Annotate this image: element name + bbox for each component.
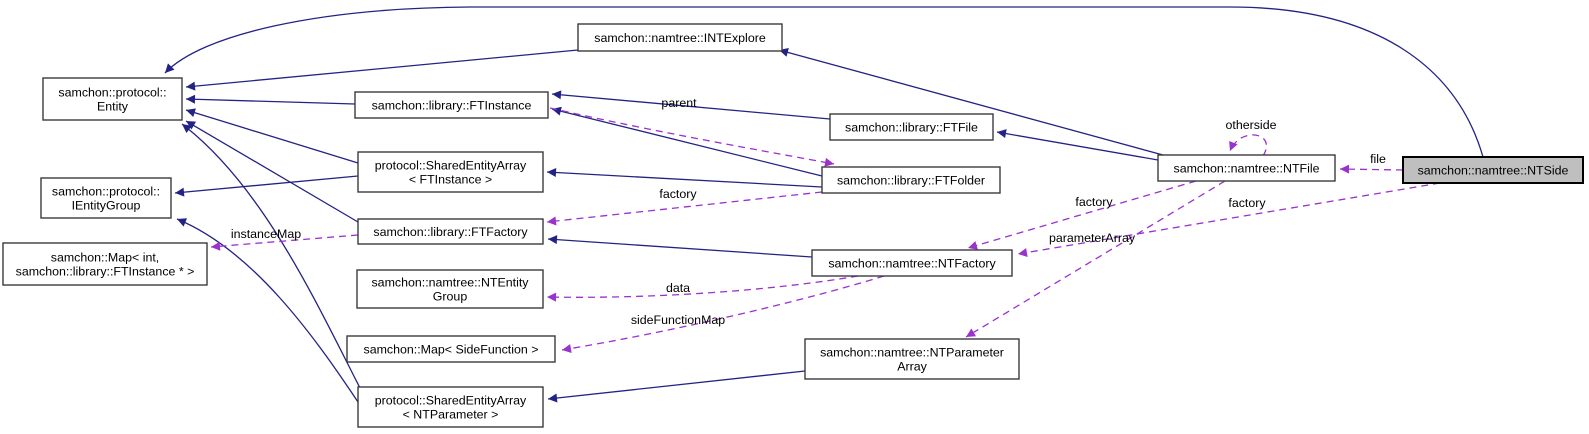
edge-label-data: data [666,281,690,295]
class-node-label-ientity-group-line2: IEntityGroup [72,199,141,213]
edge-parameter-array [965,180,1226,338]
class-node-label-sea-nt-parameter-line2: < NTParameter > [403,408,499,422]
class-node-sea-nt-parameter[interactable]: protocol::SharedEntityArray< NTParameter… [357,386,544,428]
class-node-label-nt-parameter-array-line2: Array [897,360,927,374]
class-node-box-map-int-ft-instance[interactable] [2,242,208,286]
class-node-sea-ft-instance[interactable]: protocol::SharedEntityArray< FTInstance … [357,151,544,193]
class-node-box-nt-parameter-array[interactable] [804,338,1020,380]
class-node-box-ft-folder[interactable] [821,166,1001,194]
class-node-label-entity-line2: Entity [97,100,129,114]
class-node-label-map-int-ft-instance-line1: samchon::Map< int, [51,251,159,265]
class-node-label-nt-entity-group-line2: Group [433,290,468,304]
edge-intexplore-to-entity [185,49,579,91]
edge-ftfactory-to-entity [185,120,359,223]
class-node-box-nt-entity-group[interactable] [356,269,544,309]
class-node-nt-factory[interactable]: samchon::namtree::NTFactory [811,249,1013,277]
edge-label-factory-ftfolder: factory [659,187,697,201]
edge-factory-ntfile [967,180,1197,250]
edge-label-otherside: otherside [1226,118,1277,132]
class-node-map-side-function[interactable]: samchon::Map< SideFunction > [346,335,556,363]
class-node-label-map-int-ft-instance-line2: samchon::library::FTInstance * > [16,265,195,279]
edge-seaftinstance-to-ientitygroup [174,175,359,197]
edge-ntparameterarray-to-seantparameter [547,370,806,403]
class-node-box-nt-side [1402,156,1584,184]
class-node-label-ft-folder-line1: samchon::library::FTFolder [837,174,985,188]
node-layer: samchon::protocol::Entitysamchon::namtre… [2,23,1584,428]
class-node-nt-side: samchon::namtree::NTSide [1402,156,1584,184]
class-node-label-ft-factory-line1: samchon::library::FTFactory [373,225,528,239]
class-node-label-nt-parameter-array-line1: samchon::namtree::NTParameter [820,346,1004,360]
class-node-int-explore[interactable]: samchon::namtree::INTExplore [577,23,783,52]
edge-ntfile-to-ftfile [996,129,1159,161]
class-node-ft-folder[interactable]: samchon::library::FTFolder [821,166,1001,194]
class-node-label-nt-entity-group-line1: samchon::namtree::NTEntity [371,276,529,290]
class-node-label-sea-nt-parameter-line1: protocol::SharedEntityArray [375,394,527,408]
class-node-label-sea-ft-instance-line1: protocol::SharedEntityArray [375,159,527,173]
class-node-ft-instance[interactable]: samchon::library::FTInstance [354,91,549,119]
edge-label-instance-map: instanceMap [231,227,301,241]
class-node-box-nt-file[interactable] [1157,154,1336,182]
class-node-label-nt-file-line1: samchon::namtree::NTFile [1174,162,1320,176]
edge-label-side-function-map: sideFunctionMap [631,313,725,327]
class-node-ft-factory[interactable]: samchon::library::FTFactory [357,218,544,245]
class-node-label-entity-line1: samchon::protocol:: [58,86,166,100]
class-node-box-ft-factory[interactable] [357,218,544,245]
edge-ftfolder-to-seaftinstance [546,167,823,188]
edge-instance-map [210,234,359,251]
edge-label-parameter-array: parameterArray [1049,231,1136,245]
edge-label-factory-ntside: factory [1228,196,1266,210]
edge-file [1339,164,1404,174]
edge-label-factory-ntfile: factory [1075,195,1113,209]
class-node-box-sea-nt-parameter[interactable] [357,386,544,428]
class-node-label-nt-side-line1: samchon::namtree::NTSide [1418,164,1569,178]
class-node-label-nt-factory-line1: samchon::namtree::NTFactory [828,257,996,271]
edge-ntfile-to-intexplore [778,48,1164,156]
class-node-label-sea-ft-instance-line2: < FTInstance > [409,173,492,187]
class-node-box-ientity-group[interactable] [40,177,172,219]
class-node-box-entity[interactable] [42,77,183,121]
class-node-box-ft-instance[interactable] [354,91,549,119]
edge-label-file: file [1370,152,1386,166]
class-node-box-ft-file[interactable] [829,113,994,141]
edge-seaftinstance-to-entity [185,108,359,164]
class-node-nt-file[interactable]: samchon::namtree::NTFile [1157,154,1336,182]
class-node-box-int-explore[interactable] [577,23,783,52]
class-node-box-map-side-function[interactable] [346,335,556,363]
class-node-label-ientity-group-line1: samchon::protocol:: [52,185,160,199]
class-node-ft-file[interactable]: samchon::library::FTFile [829,113,994,141]
edge-otherside [1229,134,1267,157]
edge-ftfile-to-ftinstance [551,90,831,120]
edge-seantparameter-to-ientitygroup [176,218,359,403]
edge-data [546,275,859,302]
class-node-box-sea-ft-instance[interactable] [357,151,544,193]
class-node-entity[interactable]: samchon::protocol::Entity [42,77,183,121]
class-node-ientity-group[interactable]: samchon::protocol::IEntityGroup [40,177,172,219]
edge-seantparameter-to-entity [181,123,361,389]
class-node-map-int-ft-instance[interactable]: samchon::Map< int,samchon::library::FTIn… [2,242,208,286]
class-node-label-ft-file-line1: samchon::library::FTFile [845,121,978,135]
edge-ntfactory-to-ftfactory [547,235,813,258]
edge-parent [549,107,835,167]
class-node-box-nt-factory[interactable] [811,249,1013,277]
edge-ftinstance-to-entity [185,94,356,105]
edge-layer: file otherside parent factory instanceMap dat… [164,6,1484,403]
edge-ftfolder-to-ftinstance [551,106,823,177]
edge-side-function-map [561,275,885,353]
class-node-label-int-explore-line1: samchon::namtree::INTExplore [594,31,766,45]
edge-ntside-to-entity [164,6,1484,158]
edge-factory-ftfolder [546,191,823,226]
edge-label-parent: parent [661,96,697,110]
class-node-label-ft-instance-line1: samchon::library::FTInstance [372,99,532,113]
class-node-label-map-side-function-line1: samchon::Map< SideFunction > [364,343,539,357]
